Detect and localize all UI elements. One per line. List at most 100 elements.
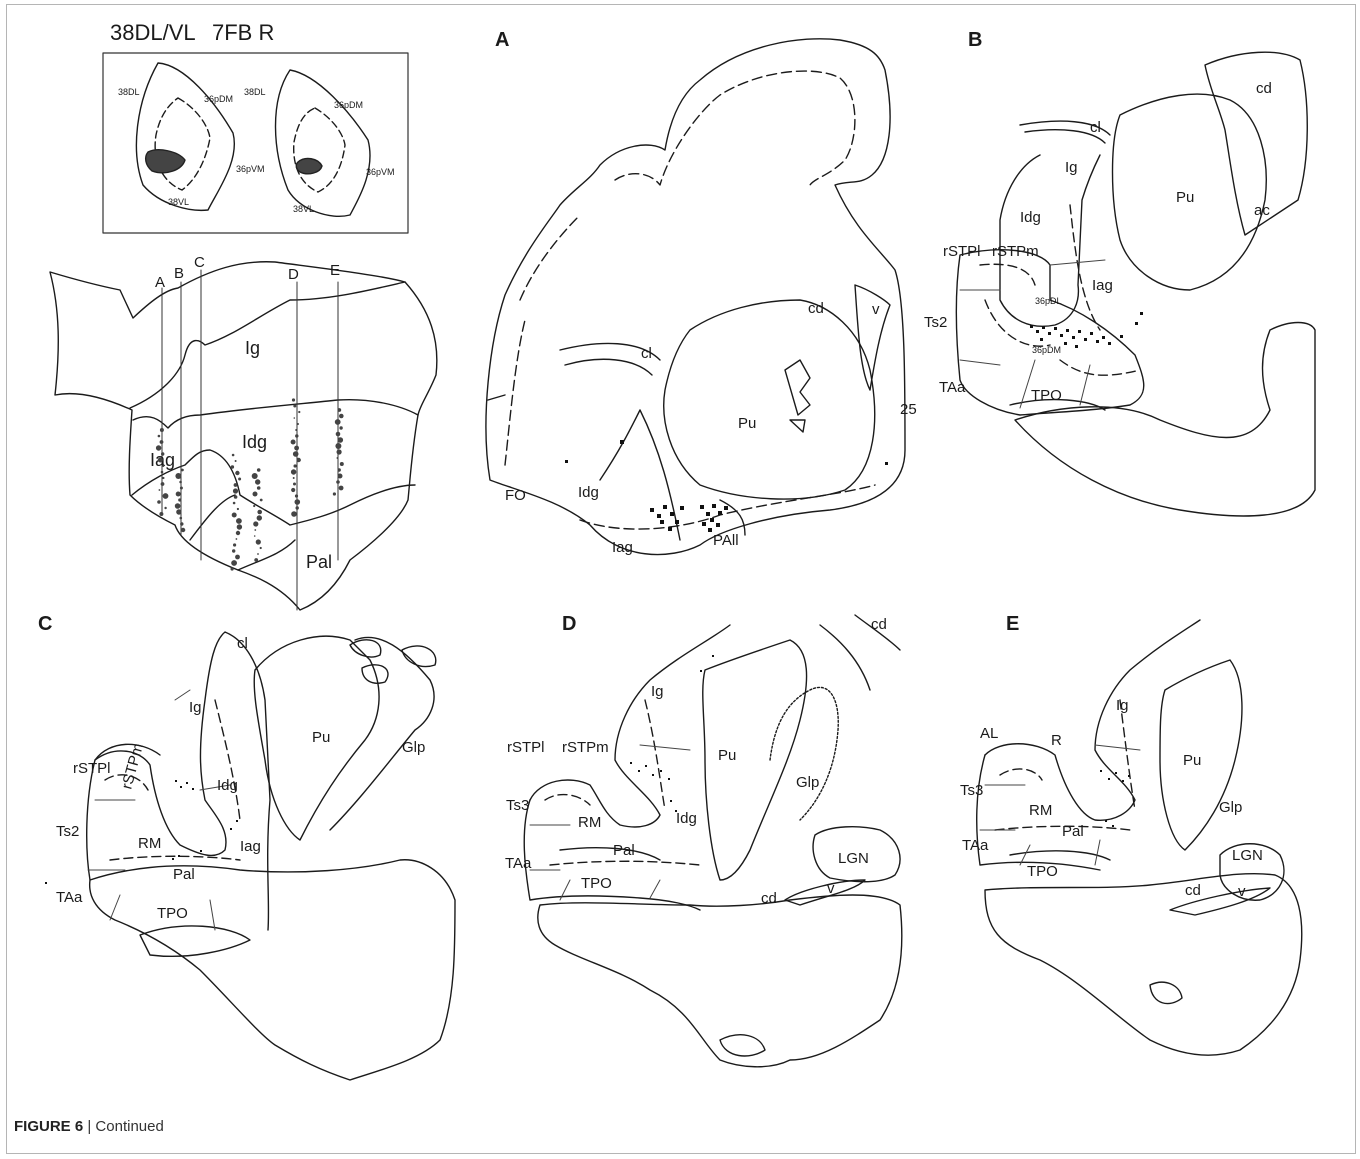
- panel-e-label-taa: TAa: [962, 837, 989, 854]
- panel-c-label-taa: TAa: [56, 889, 83, 906]
- panel-e-label-glp: Glp: [1219, 799, 1242, 816]
- flatmap-dot: [234, 483, 238, 487]
- panel-d-label-rstpl: rSTPl: [507, 739, 545, 756]
- flatmap-dot: [161, 471, 164, 474]
- inset-title-right: 7FB R: [212, 20, 274, 45]
- panel-b-label-ac: ac: [1254, 202, 1270, 219]
- flatmap-dot: [175, 473, 181, 479]
- flatmap-dot: [234, 495, 238, 499]
- flatmap-dot: [236, 518, 242, 524]
- panel-a: [486, 39, 905, 555]
- panel-c-label-rstpm: rSTPm: [118, 742, 147, 791]
- flatmap-dot: [238, 478, 241, 481]
- panel-e-temporal: [985, 620, 1200, 820]
- flatmap-dot: [163, 493, 169, 499]
- inset-pole-left-inner: [155, 98, 210, 190]
- panel-d-label-idg: Idg: [676, 810, 697, 827]
- flatmap-dot: [237, 508, 239, 510]
- panel-d-label-rm: RM: [578, 814, 601, 831]
- flatmap-dot: [252, 473, 258, 479]
- flatmap-dot: [293, 405, 296, 408]
- panel-e-label-r: R: [1051, 732, 1062, 749]
- flatmap-dot: [180, 487, 183, 490]
- panel-c-label-ts2: Ts2: [56, 823, 79, 840]
- panel-b-label-ig: Ig: [1065, 159, 1078, 176]
- flatmap-dot: [160, 440, 164, 444]
- flatmap-dot: [339, 486, 344, 491]
- panel-a-label-cl: cl: [641, 345, 652, 362]
- panel-b-subdivisions: [960, 260, 1105, 408]
- inset-pole-right: [276, 70, 371, 216]
- flatmap-cell-dots: [156, 398, 344, 570]
- panel-d-label-rstpm: rSTPm: [562, 739, 609, 756]
- panel-letter-c: C: [38, 613, 52, 635]
- panel-e-label-pu: Pu: [1183, 752, 1201, 769]
- panel-a-label-25: 25: [900, 401, 917, 418]
- panel-a-outline: [486, 39, 905, 555]
- figure-caption: FIGURE 6 | Continued: [14, 1118, 164, 1135]
- panel-e-inner-dashed: [995, 700, 1135, 830]
- panel-e-label-pal: Pal: [1062, 823, 1084, 840]
- panel-letter-a: A: [495, 29, 509, 51]
- flatmap-idg-boundary: [133, 400, 418, 428]
- inset-pole-right-inner: [294, 108, 345, 192]
- flatmap-dot: [162, 465, 164, 467]
- flatmap-dot: [237, 524, 242, 529]
- flatmap-dot: [338, 437, 344, 443]
- flatmap-dot: [253, 505, 255, 507]
- flatmap-dot: [291, 488, 295, 492]
- inset-label-36pdm-right: 36pDM: [334, 100, 363, 110]
- flatmap-dot: [257, 486, 261, 490]
- panel-b-label-36pdm: 36pDM: [1032, 345, 1061, 355]
- flatmap-dot: [257, 468, 261, 472]
- flatmap-dot: [176, 492, 181, 497]
- inset-title-left: 38DL/VL: [110, 20, 196, 45]
- flatmap-dot: [257, 515, 262, 520]
- panel-d-cd-outline: [820, 615, 900, 690]
- panel-c-label-ig: Ig: [189, 699, 202, 716]
- panel-a-putamen: [664, 300, 875, 499]
- panel-d-label-ig: Ig: [651, 683, 664, 700]
- panel-a-cd-fragments: [785, 360, 810, 432]
- panel-d-label-pal: Pal: [613, 842, 635, 859]
- flatmap-dot: [157, 500, 161, 504]
- panel-d-temporal: [530, 625, 730, 827]
- flatmap-dot: [295, 494, 298, 497]
- panel-c-label-iag: Iag: [240, 838, 261, 855]
- panel-a-labeled-cells: [565, 440, 888, 532]
- flatmap-dot: [254, 535, 256, 537]
- flatmap-dot: [236, 531, 240, 535]
- panel-e-label-v: v: [1238, 883, 1246, 900]
- panel-a-label-pall: PAll: [713, 532, 739, 549]
- flatmap-dot: [336, 480, 340, 484]
- panel-a-label-idg: Idg: [578, 484, 599, 501]
- flatmap-dot: [176, 509, 181, 514]
- panel-c-tpo-band: [140, 926, 250, 956]
- flatmap-dot: [297, 458, 301, 462]
- panel-a-label-v: v: [872, 301, 880, 318]
- panel-d-glp-ridge: [770, 687, 838, 820]
- flatmap-label-idg: Idg: [242, 432, 267, 452]
- flatmap-dot: [291, 469, 296, 474]
- panel-d: [524, 615, 902, 1067]
- panel-b-label-taa: TAa: [939, 379, 966, 396]
- panel-d-labeled-cells: [630, 655, 714, 812]
- flatmap-dot: [339, 414, 344, 419]
- panel-e-label-cd: cd: [1185, 882, 1201, 899]
- panel-letter-b: B: [968, 29, 982, 51]
- flatmap-dot: [160, 428, 164, 432]
- flatmap-dot: [291, 511, 297, 517]
- panel-c-label-pu: Pu: [312, 729, 330, 746]
- flatmap-dot: [235, 460, 237, 462]
- inset-lesion-right: [296, 159, 322, 174]
- flatmap-dot: [181, 528, 185, 532]
- flatmap-dot: [180, 522, 183, 525]
- panel-b: [956, 52, 1315, 516]
- inset-label-36pvm-left: 36pVM: [236, 164, 265, 174]
- panel-c-label-rm: RM: [138, 835, 161, 852]
- flatmap-dot: [338, 474, 343, 479]
- flatmap-dot: [293, 483, 296, 486]
- panel-d-ventricle: [785, 880, 865, 905]
- panel-e-label-lgn: LGN: [1232, 847, 1263, 864]
